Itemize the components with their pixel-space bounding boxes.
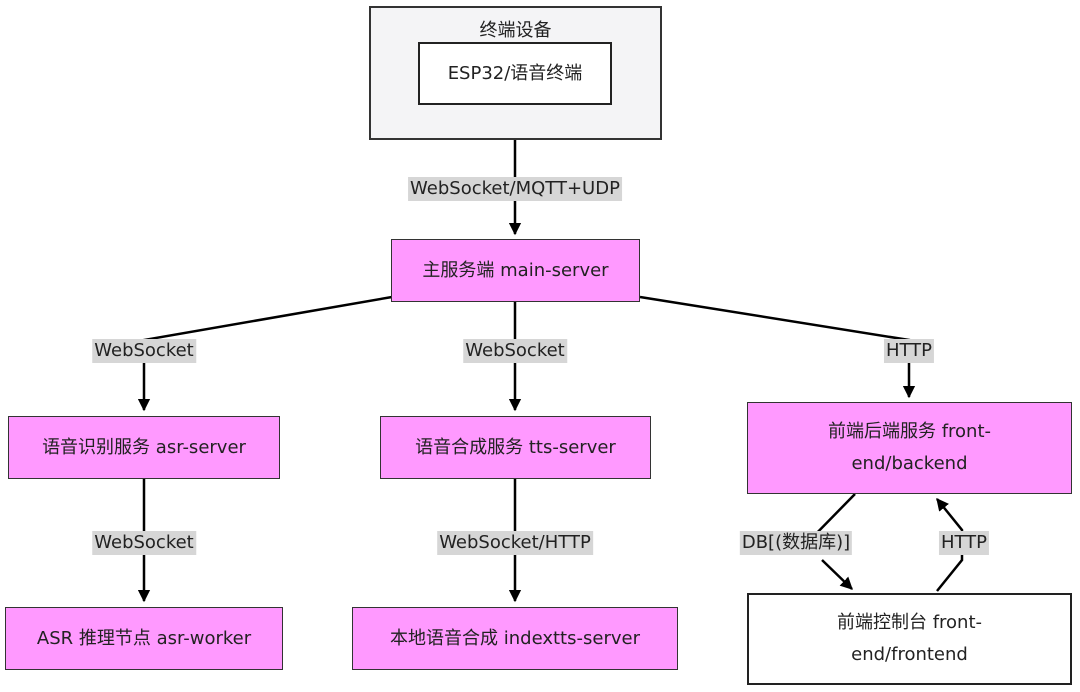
edge-label-backend-console: DB[(数据库)] [739, 531, 853, 555]
cluster-title: 终端设备 [479, 20, 552, 41]
edge-backend-console-tail [821, 559, 853, 590]
node-tts-server: 语音合成服务 tts-server [380, 416, 651, 479]
node-frontend-console: 前端控制台 front-end/frontend [747, 593, 1072, 685]
node-esp32: ESP32/语音终端 [418, 42, 612, 105]
edge-label-asr-worker: WebSocket [92, 531, 196, 555]
node-asr-worker: ASR 推理节点 asr-worker [5, 607, 283, 670]
node-asr-server: 语音识别服务 asr-server [8, 416, 280, 479]
edge-label-esp32-main: WebSocket/MQTT+UDP [408, 177, 622, 201]
edge-main-frontend [639, 295, 916, 399]
edge-label-main-frontend: HTTP [883, 339, 935, 363]
edge-label-main-asr: WebSocket [92, 339, 196, 363]
edge-label-console-backend: HTTP [938, 531, 990, 555]
terminal-device-cluster: 终端设备 [369, 6, 662, 140]
edge-label-tts-indextts: WebSocket/HTTP [437, 531, 593, 555]
node-main-server: 主服务端 main-server [391, 239, 640, 302]
node-indextts-server: 本地语音合成 indextts-server [352, 607, 678, 670]
node-frontend-backend: 前端后端服务 front-end/backend [747, 402, 1072, 494]
edge-label-main-tts: WebSocket [463, 339, 567, 363]
